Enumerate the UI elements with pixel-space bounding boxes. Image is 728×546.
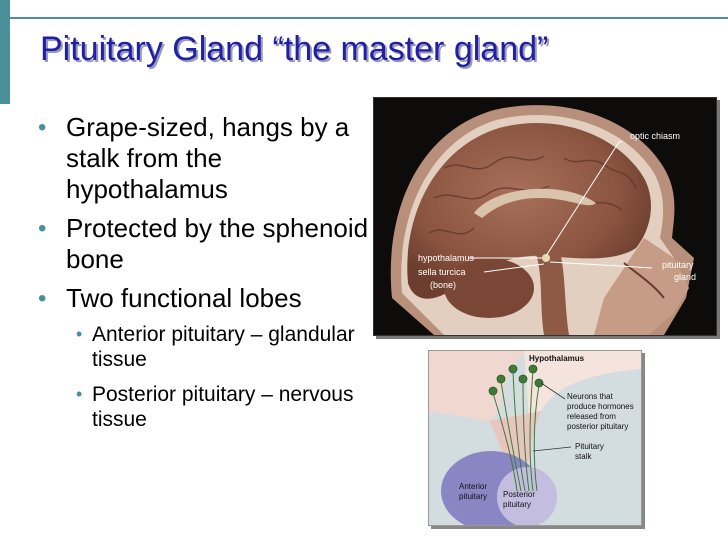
label-pituitary-line1: pituitary (662, 260, 694, 270)
label-bone: (bone) (430, 280, 456, 290)
label-posterior-line2: pituitary (503, 500, 531, 509)
sub-bullet-text: Posterior pituitary – nervous tissue (92, 383, 354, 431)
bullet-text: Two functional lobes (66, 283, 302, 313)
bullet-item: • Protected by the sphenoid bone (38, 213, 378, 275)
label-diagram-hypothalamus: Hypothalamus (529, 354, 585, 363)
sub-bullet-item: • Anterior pituitary – glandular tissue (38, 322, 378, 372)
label-anterior-line2: pituitary (459, 492, 487, 501)
label-posterior-line1: Posterior (503, 490, 535, 499)
bullet-text: Protected by the sphenoid bone (66, 213, 369, 274)
sub-bullet-icon: • (76, 324, 83, 344)
pituitary-diagram-illustration: Hypothalamus Neurons that produce hormon… (429, 351, 641, 531)
accent-top-line (10, 17, 728, 19)
label-anterior-line1: Anterior (459, 482, 487, 491)
label-stalk-line2: stalk (575, 452, 592, 461)
label-neurons-line2: produce hormones (567, 402, 634, 411)
label-pituitary-line2: gland (674, 272, 696, 282)
bullet-list: • Grape-sized, hangs by a stalk from the… (38, 112, 378, 442)
bullet-item: • Two functional lobes (38, 283, 378, 314)
bullet-icon: • (38, 285, 47, 312)
sub-bullet-icon: • (76, 384, 83, 404)
bullet-icon: • (38, 114, 47, 141)
slide-title: Pituitary Gland “the master gland” (40, 30, 549, 68)
sub-bullet-text: Anterior pituitary – glandular tissue (92, 323, 355, 371)
brain-section-photo: optic chiasm hypothalamus sella turcica … (373, 97, 717, 336)
bullet-item: • Grape-sized, hangs by a stalk from the… (38, 112, 378, 205)
bullet-text: Grape-sized, hangs by a stalk from the h… (66, 112, 350, 204)
label-neurons-line1: Neurons that (567, 392, 614, 401)
label-neurons-line4: posterior pituitary (567, 422, 628, 431)
pituitary-diagram: Hypothalamus Neurons that produce hormon… (428, 350, 642, 531)
label-hypothalamus: hypothalamus (418, 253, 475, 263)
label-optic-chiasm: optic chiasm (630, 131, 680, 141)
sub-bullet-item: • Posterior pituitary – nervous tissue (38, 382, 378, 432)
label-neurons-line3: released from (567, 412, 616, 421)
label-stalk-line1: Pituitary (575, 442, 604, 451)
accent-side-bar (0, 0, 10, 104)
label-sella-turcica: sella turcica (418, 267, 466, 277)
brain-section-illustration: optic chiasm hypothalamus sella turcica … (374, 98, 716, 336)
bullet-icon: • (38, 215, 47, 242)
